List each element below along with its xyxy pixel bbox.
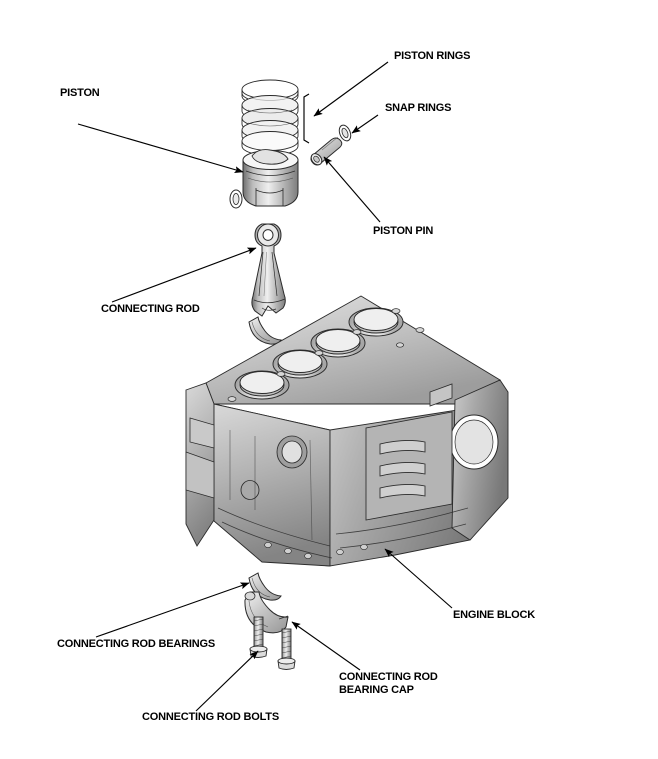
label-snap-rings: SNAP RINGS xyxy=(385,102,452,114)
label-piston-rings: PISTON RINGS xyxy=(394,50,471,62)
piston-rings-bracket xyxy=(303,93,310,144)
label-bearing-cap-line2: BEARING CAP xyxy=(339,683,414,696)
leader-lines xyxy=(77,61,453,712)
leader-rod-bolts xyxy=(195,650,259,712)
label-piston-pin: PISTON PIN xyxy=(373,225,434,237)
label-bearing-cap-line1: CONNECTING ROD xyxy=(339,671,438,683)
label-connecting-rod-bearings: CONNECTING ROD BEARINGS xyxy=(57,638,215,650)
snap-ring-part xyxy=(338,124,352,142)
label-connecting-rod-bearing-cap: CONNECTING ROD BEARING CAP xyxy=(339,671,438,696)
leader-connecting-rod xyxy=(111,247,257,303)
leader-piston-pin xyxy=(323,156,381,223)
connecting-rod-bolt-right-part xyxy=(277,628,296,670)
leader-snap-rings xyxy=(351,114,379,134)
label-piston: PISTON xyxy=(60,87,100,99)
leader-piston-rings xyxy=(313,61,389,117)
leader-rod-bearing-cap xyxy=(291,621,361,671)
piston-rings-part xyxy=(241,79,299,156)
label-engine-block: ENGINE BLOCK xyxy=(453,609,535,621)
piston-part xyxy=(229,149,299,209)
label-connecting-rod-bolts: CONNECTING ROD BOLTS xyxy=(142,711,279,723)
label-connecting-rod: CONNECTING ROD xyxy=(101,303,200,315)
connecting-rod-bearing-upper-part xyxy=(248,316,282,345)
leader-rod-bearings xyxy=(95,582,250,638)
piston-pin-part xyxy=(310,136,343,166)
connecting-rod-part xyxy=(251,223,286,317)
leader-piston xyxy=(77,123,244,174)
leader-engine-block xyxy=(384,548,453,609)
engine-block-part xyxy=(185,295,509,567)
